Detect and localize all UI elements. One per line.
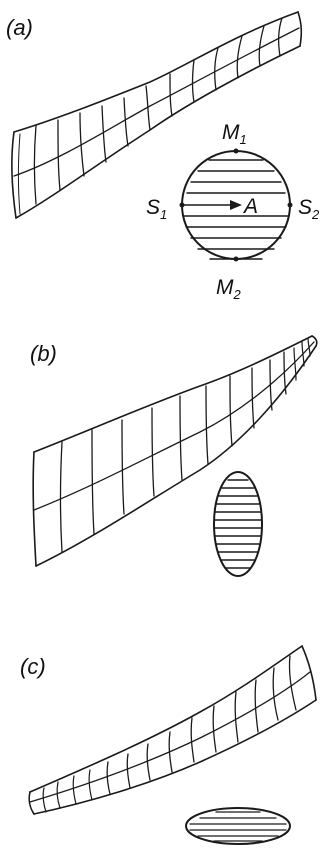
section-hatch-c	[189, 811, 287, 842]
ellipse-section-vertical	[213, 471, 263, 577]
label-m1: M1	[222, 121, 247, 147]
cross-section-c	[185, 807, 291, 845]
ellipse-section-horizontal	[185, 807, 291, 845]
point-s2-dot	[287, 202, 293, 208]
label-a: A	[242, 195, 258, 218]
panel-a-label: (a)	[6, 15, 33, 40]
point-m2-dot	[233, 256, 239, 262]
wing-mesh-b	[32, 335, 318, 567]
panel-c: (c)	[20, 645, 317, 845]
label-s2: S2	[298, 196, 320, 222]
panel-c-label: (c)	[20, 654, 46, 679]
panel-a: (a)	[6, 11, 320, 302]
section-hatch-b	[213, 479, 263, 569]
wing-mesh-c	[28, 645, 317, 815]
label-m2: M2	[216, 276, 242, 302]
point-m1-dot	[233, 148, 239, 154]
point-s1-dot	[179, 202, 185, 208]
cross-section-b	[213, 471, 263, 577]
panel-b-label: (b)	[30, 341, 57, 366]
cross-section-a: M1 M2 S1 S2 A	[146, 121, 320, 302]
label-s1: S1	[146, 196, 167, 222]
wing-mesh-a	[11, 11, 303, 219]
panel-b: (b)	[30, 335, 318, 577]
arrow-head	[230, 200, 242, 210]
